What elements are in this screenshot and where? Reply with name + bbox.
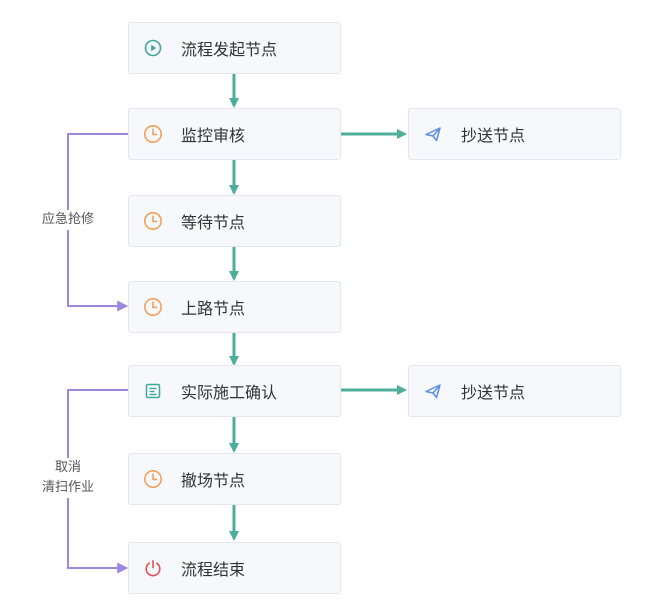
node-start-label: 流程发起节点 (181, 40, 278, 59)
paper-plane-icon (423, 124, 443, 144)
node-confirm[interactable]: 实际施工确认 (128, 365, 341, 417)
edge-label-emergency: 应急抢修 (28, 210, 108, 230)
node-withdraw[interactable]: 撤场节点 (128, 453, 341, 505)
edge-label-cancel: 取消 清扫作业 (28, 458, 108, 498)
node-withdraw-label: 撤场节点 (181, 471, 246, 490)
node-onroad[interactable]: 上路节点 (128, 281, 341, 333)
node-wait[interactable]: 等待节点 (128, 195, 341, 247)
node-confirm-label: 实际施工确认 (181, 383, 278, 402)
cancel-label-line2: 清扫作业 (41, 480, 94, 495)
node-wait-label: 等待节点 (181, 213, 246, 232)
node-cc2-label: 抄送节点 (461, 383, 526, 402)
node-onroad-label: 上路节点 (181, 299, 246, 318)
node-end-label: 流程结束 (181, 560, 246, 579)
paper-plane-icon (423, 381, 443, 401)
clock-icon (143, 297, 163, 317)
emergency-label-text: 应急抢修 (41, 212, 94, 227)
play-circle-icon (143, 38, 163, 58)
node-monitor-label: 监控审核 (181, 126, 246, 145)
node-monitor[interactable]: 监控审核 (128, 108, 341, 160)
form-icon (143, 381, 163, 401)
node-cc2[interactable]: 抄送节点 (408, 365, 621, 417)
node-end[interactable]: 流程结束 (128, 542, 341, 594)
clock-icon (143, 469, 163, 489)
node-cc1-label: 抄送节点 (461, 126, 526, 145)
node-start[interactable]: 流程发起节点 (128, 22, 341, 74)
clock-icon (143, 124, 163, 144)
cancel-label-line1: 取消 (54, 460, 81, 475)
node-cc1[interactable]: 抄送节点 (408, 108, 621, 160)
clock-icon (143, 211, 163, 231)
power-icon (143, 558, 163, 578)
